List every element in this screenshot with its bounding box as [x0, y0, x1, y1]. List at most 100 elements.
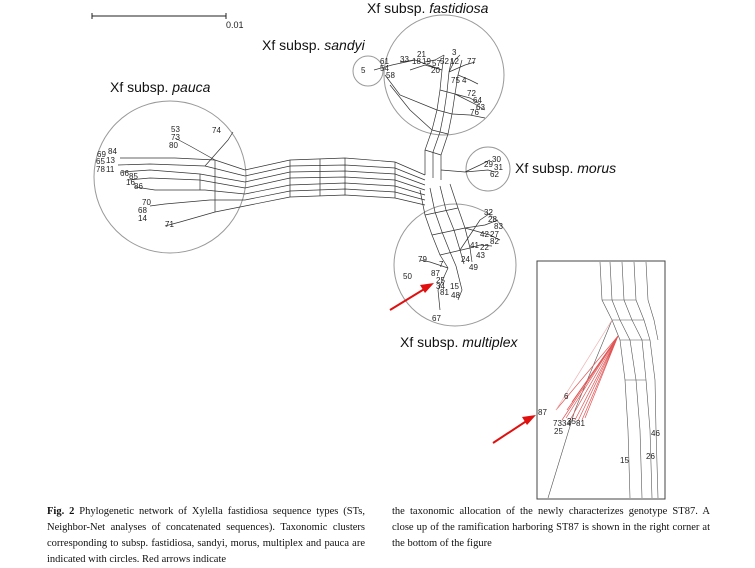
inset-leaf-label: 46	[651, 429, 660, 438]
leaf-label: 65	[96, 157, 105, 166]
red-arrow-main	[389, 287, 427, 311]
leaf-label: 3	[452, 48, 457, 57]
leaf-label: 7	[439, 260, 444, 269]
circle-sandyi	[352, 55, 384, 87]
cluster-names: Xf subsp. fastidiosa Xf subsp. sandyi Xf…	[110, 0, 616, 350]
cluster-name-morus: Xf subsp. morus	[515, 160, 616, 176]
leaf-label: 57	[432, 59, 441, 68]
red-arrow-main-head	[420, 283, 434, 293]
leaf-label: 74	[212, 126, 221, 135]
leaf-label: 61	[380, 57, 389, 66]
leaf-label: 86	[134, 182, 143, 191]
leaf-label: 71	[165, 220, 174, 229]
leaf-label: 16	[126, 178, 135, 187]
leaf-label: 34	[436, 282, 445, 291]
circle-pauca	[93, 100, 247, 254]
leaf-label: 66	[120, 169, 129, 178]
leaf-label: 72	[467, 89, 476, 98]
leaf-label: 49	[469, 263, 478, 272]
inset-leaf-label: 81	[576, 419, 585, 428]
leaf-label: 52	[440, 57, 449, 66]
inset-leaf-label: 6	[564, 392, 569, 401]
leaf-label: 33	[400, 55, 409, 64]
figure-caption-right: the taxonomic allocation of the newly ch…	[392, 504, 710, 552]
cluster-name-multiplex: Xf subsp. multiplex	[400, 334, 519, 350]
cluster-circles	[93, 14, 517, 327]
circle-multiplex	[393, 203, 517, 327]
leaf-label: 81	[440, 288, 449, 297]
leaf-label: 42	[480, 230, 489, 239]
leaf-label: 21	[417, 50, 426, 59]
leaf-label: 19	[422, 57, 431, 66]
leaf-label: 80	[169, 141, 178, 150]
leaf-label: 67	[432, 314, 441, 323]
leaf-label: 70	[142, 198, 151, 207]
leaf-label: 83	[494, 222, 503, 231]
leaf-label: 54	[380, 64, 389, 73]
circle-fastidiosa	[383, 14, 505, 136]
leaf-label: 85	[129, 172, 138, 181]
red-arrow-inset	[492, 419, 529, 444]
red-arrows	[389, 283, 536, 444]
red-arrow-inset-head	[522, 415, 536, 425]
inset-leaf-label: 73	[553, 419, 562, 428]
inset-leaf-label: 26	[646, 452, 655, 461]
leaf-label: 84	[108, 147, 117, 156]
leaf-label: 63	[476, 103, 485, 112]
leaf-label: 12	[450, 57, 459, 66]
network-edges	[117, 54, 501, 311]
inset-leaf-label: 34	[562, 419, 571, 428]
leaf-label: 87	[431, 269, 440, 278]
inset-leaf-label: 15	[620, 456, 629, 465]
leaf-label: 4	[462, 76, 467, 85]
leaf-label: 24	[461, 255, 470, 264]
leaf-label: 29	[484, 160, 493, 169]
cluster-name-sandyi: Xf subsp. sandyi	[262, 37, 366, 53]
leaf-label: 18	[412, 57, 421, 66]
scale-bar: 0.01	[91, 13, 244, 30]
leaf-label: 53	[171, 125, 180, 134]
leaf-label: 22	[480, 243, 489, 252]
leaf-label: 20	[431, 66, 440, 75]
inset-leaf-label: 25	[554, 427, 563, 436]
caption-text-left: Phylogenetic network of Xylella fastidio…	[47, 506, 366, 565]
leaf-label: 14	[138, 214, 147, 223]
inset-closeup: 6 87 73 34 35 81 25 46 15 26	[536, 260, 666, 500]
leaf-label: 62	[490, 170, 499, 179]
leaf-label: 73	[171, 133, 180, 142]
caption-text-right: the taxonomic allocation of the newly ch…	[392, 506, 710, 549]
leaf-label: 32	[484, 208, 493, 217]
leaf-label: 58	[386, 71, 395, 80]
leaf-label: 76	[470, 108, 479, 117]
figure-label: Fig. 2	[47, 506, 75, 517]
cluster-name-fastidiosa: Xf subsp. fastidiosa	[367, 0, 489, 16]
scale-bar-label: 0.01	[226, 20, 244, 30]
leaf-label: 78	[96, 165, 105, 174]
leaf-label: 15	[450, 282, 459, 291]
leaf-label: 79	[418, 255, 427, 264]
leaf-label: 31	[494, 163, 503, 172]
leaf-label: 69	[97, 150, 106, 159]
leaf-label: 30	[492, 155, 501, 164]
cluster-name-pauca: Xf subsp. pauca	[110, 79, 211, 95]
figure-caption-left: Fig. 2 Phylogenetic network of Xylella f…	[47, 504, 365, 568]
leaf-label: 43	[476, 251, 485, 260]
leaf-label: 28	[488, 215, 497, 224]
leaf-label: 11	[106, 165, 115, 174]
leaf-label: 25	[436, 276, 445, 285]
leaf-label: 77	[467, 57, 476, 66]
leaf-label: 64	[473, 96, 482, 105]
phylogenetic-network-figure: 0.01	[91, 0, 666, 500]
leaf-label: 48	[451, 291, 460, 300]
leaf-labels: 3 21 33 18 19 57 52 12 77 61 54 20 75 4 …	[96, 48, 503, 323]
inset-leaf-label: 35	[567, 417, 576, 426]
circle-morus	[465, 146, 511, 192]
leaf-label: 82	[490, 237, 499, 246]
leaf-label: 75	[451, 76, 460, 85]
leaf-label: 68	[138, 206, 147, 215]
leaf-label: 5	[361, 66, 366, 75]
leaf-label: 27	[490, 230, 499, 239]
inset-leaf-label: 87	[538, 408, 547, 417]
leaf-label: 50	[403, 272, 412, 281]
leaf-label: 13	[106, 156, 115, 165]
